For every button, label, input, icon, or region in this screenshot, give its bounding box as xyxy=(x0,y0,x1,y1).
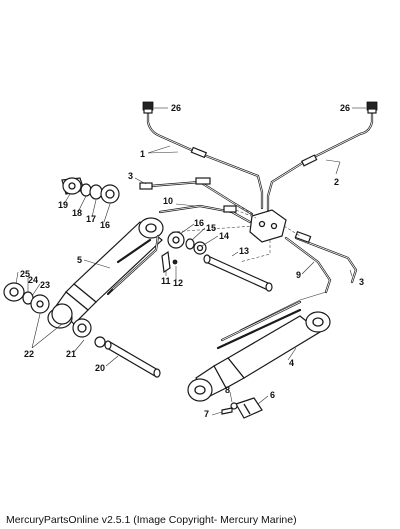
screw-7 xyxy=(221,407,233,415)
callout-10: 10 xyxy=(163,196,173,206)
callout-3-upper: 3 xyxy=(128,171,133,181)
hydraulic-line-right xyxy=(266,110,374,212)
callout-26-left: 26 xyxy=(171,103,181,113)
fitting-26-left xyxy=(142,101,154,114)
callout-4: 4 xyxy=(289,358,294,368)
callout-1: 1 xyxy=(140,149,145,159)
bushing-set-lower xyxy=(3,282,106,348)
callout-2: 2 xyxy=(334,177,339,187)
callout-16-upper: 16 xyxy=(100,220,110,230)
callout-14: 14 xyxy=(219,231,229,241)
callout-12: 12 xyxy=(173,278,183,288)
callout-24: 24 xyxy=(28,275,38,285)
pin-20 xyxy=(104,340,161,378)
callout-3-right: 3 xyxy=(359,277,364,287)
callout-18: 18 xyxy=(72,208,82,218)
callout-15: 15 xyxy=(206,223,216,233)
line-3-upper xyxy=(139,177,254,216)
hydraulic-line-left xyxy=(146,110,264,210)
callout-26-right: 26 xyxy=(340,103,350,113)
bushing-set-upper xyxy=(61,177,120,204)
callout-25: 25 xyxy=(20,269,30,279)
callout-23: 23 xyxy=(40,280,50,290)
callout-13: 13 xyxy=(239,246,249,256)
line-10 xyxy=(158,204,252,224)
clip-11 xyxy=(161,250,171,274)
anode-6 xyxy=(235,397,263,419)
callout-16-middle: 16 xyxy=(194,218,204,228)
callout-17: 17 xyxy=(86,214,96,224)
copyright-footer: MercuryPartsOnline v2.5.1 (Image Copyrig… xyxy=(6,514,297,526)
callout-8: 8 xyxy=(225,385,230,395)
callout-19: 19 xyxy=(58,200,68,210)
line-9 xyxy=(220,236,332,342)
callout-11: 11 xyxy=(161,276,171,286)
fitting-26-right xyxy=(366,101,378,114)
callout-9: 9 xyxy=(296,270,301,280)
parts-diagram: 1 2 3 3 4 5 6 7 8 9 10 11 12 13 14 15 16… xyxy=(3,101,378,419)
manifold-block xyxy=(249,209,287,243)
trim-cylinder-4 xyxy=(187,308,331,402)
pin-13 xyxy=(203,254,273,292)
callout-22: 22 xyxy=(24,349,34,359)
bushing-set-middle xyxy=(167,231,207,255)
callout-7: 7 xyxy=(204,409,209,419)
line-3-right xyxy=(294,231,358,284)
callout-5: 5 xyxy=(77,255,82,265)
callout-6: 6 xyxy=(270,390,275,400)
screw-12 xyxy=(172,259,178,265)
callout-21: 21 xyxy=(66,349,76,359)
callout-20: 20 xyxy=(95,363,105,373)
